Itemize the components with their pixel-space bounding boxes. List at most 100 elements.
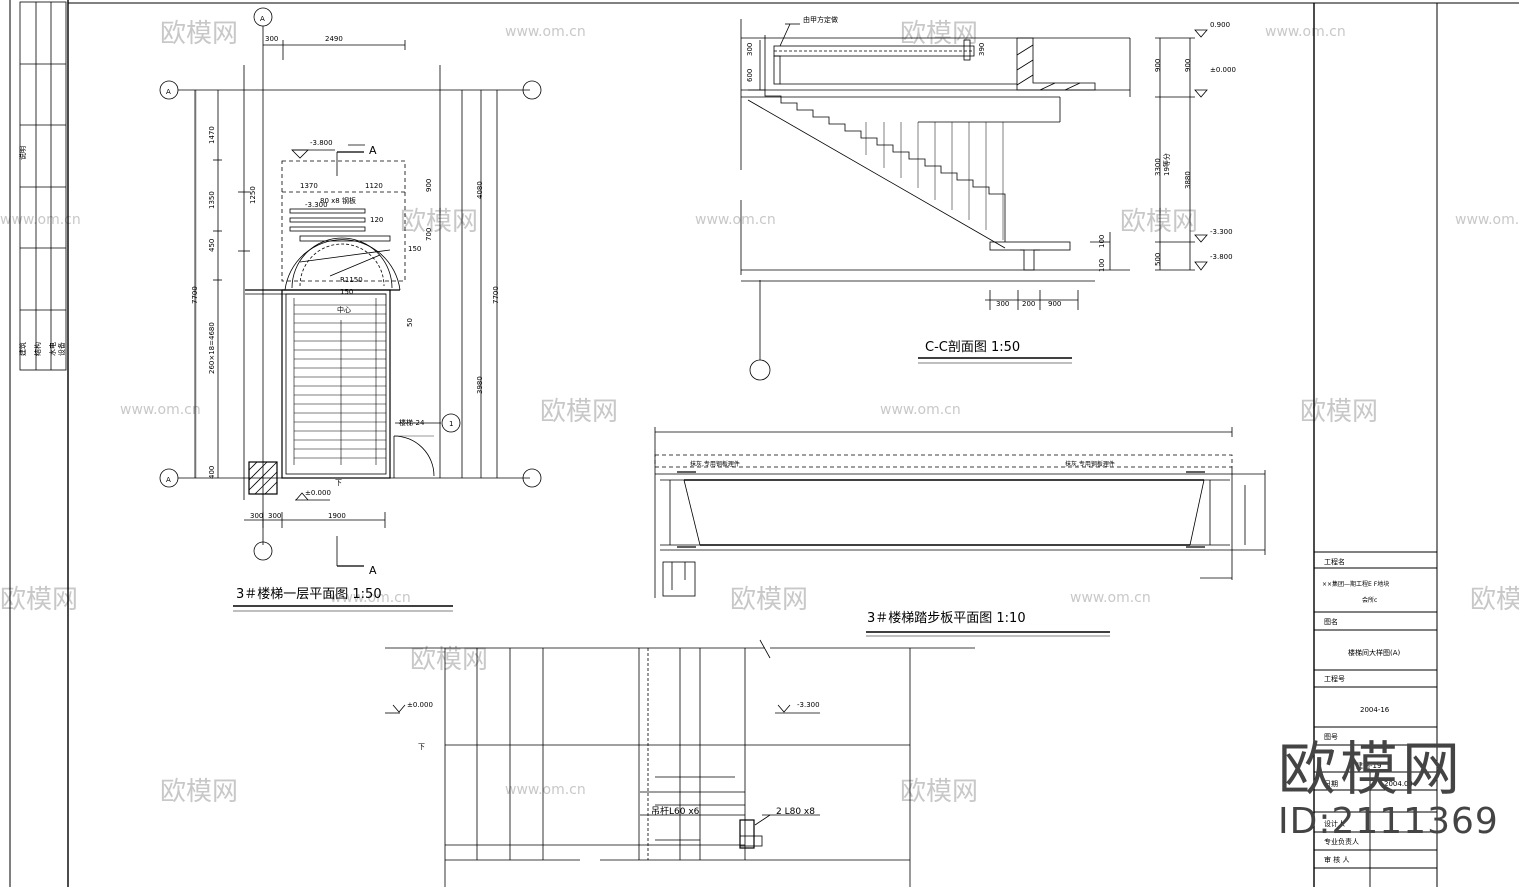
dim-label: 900 <box>425 179 433 192</box>
dim-label: 260×18=4680 <box>208 322 216 374</box>
watermark-logo: 欧模网 <box>400 207 478 237</box>
dim-label: 3300 <box>1154 158 1162 176</box>
elevation-label: -3.300 <box>305 201 328 209</box>
margin-label: 水电 <box>48 342 57 356</box>
dim-label: 200 <box>1022 300 1035 308</box>
watermark-site: www.om.cn <box>880 402 961 418</box>
title-block-label: 工程号 <box>1324 674 1345 683</box>
section-view: 由甲方定做 0.900 ±0.000 -3.300 -3.800 300 200… <box>740 15 1236 381</box>
section-mark: A <box>369 564 377 577</box>
dim-label: 600 <box>746 69 754 82</box>
margin-label: 结构 <box>33 342 42 356</box>
dim-label: 2490 <box>325 35 343 43</box>
watermark-logo: 欧模网 <box>1120 207 1198 237</box>
elevation-label: -3.300 <box>1210 228 1233 236</box>
dim-label: 1370 <box>300 182 318 190</box>
sheet-frame <box>9 0 1519 887</box>
dim-label: 4080 <box>476 181 484 199</box>
dim-label: 900 <box>1048 300 1061 308</box>
watermark-site: www.om.cn <box>505 24 586 40</box>
watermark-site: www.om.cn <box>695 212 776 228</box>
section-note: 由甲方定做 <box>803 15 838 24</box>
watermark-logo: 欧模网 <box>160 19 238 49</box>
watermark-logo: 欧模网 <box>540 397 618 427</box>
tread-note: 抹灰,专用钢板理件 <box>1065 460 1115 468</box>
margin-stamp-labels: 说明 建筑 结构 水电 设备 <box>18 146 66 356</box>
drawing-name: 楼梯间大样图(A) <box>1348 648 1401 657</box>
title-block-label: 日期 <box>1324 780 1338 788</box>
margin-label: 建筑 <box>18 342 27 356</box>
margin-label: 说明 <box>18 146 27 160</box>
dim-label: 300 <box>996 300 1009 308</box>
dim-label: 19等分 <box>1162 153 1171 176</box>
dim-label: 1900 <box>328 512 346 520</box>
title-block: 工程名 ××集团—期工程E F地块 会所c 图名 楼梯间大样图(A) 工程号 2… <box>1314 551 1437 887</box>
dim-label: 300 <box>268 512 281 520</box>
beam-note: 80 x8 钢板 <box>320 196 356 205</box>
dim-label: 150 <box>408 245 421 253</box>
section-title: C-C剖面图 1:50 <box>925 340 1020 355</box>
watermark-logo: 欧模网 <box>900 19 978 49</box>
watermark-site: www.om.cn <box>1070 590 1151 606</box>
dim-label: 100 <box>1098 235 1106 248</box>
elevation-label: -3.800 <box>310 139 333 147</box>
title-block-label: 工程名 <box>1324 557 1345 566</box>
watermark-site: www.om.cn <box>120 402 201 418</box>
job-number: 2004-16 <box>1360 706 1390 714</box>
stair-plan-view: A A A 1 A A -3.800 -3.300 ±0.000 80 x8 钢… <box>159 7 542 612</box>
steel-label: 2 L80 x8 <box>776 807 815 817</box>
center-label: 中心 <box>337 305 351 314</box>
watermark-logo: 欧模网 <box>730 585 808 615</box>
role-label: 设计人 <box>1324 819 1345 828</box>
dim-label: 120 <box>370 216 383 224</box>
watermark-site: www.om.cn <box>1455 212 1519 228</box>
dim-label: 900 <box>1184 59 1192 72</box>
steel-label: 吊杆L60 x6 <box>651 805 700 817</box>
dim-label: 400 <box>208 466 216 479</box>
watermark-site-layer: www.om.cn www.om.cn www.om.cn www.om.cn … <box>0 24 1519 798</box>
watermark-site: www.om.cn <box>1265 24 1346 40</box>
dim-label: 300 <box>250 512 263 520</box>
axis-label: 1 <box>449 420 453 428</box>
watermark-site: www.om.cn <box>505 782 586 798</box>
dim-label: 150 <box>340 288 353 296</box>
project-name: 会所c <box>1362 596 1377 604</box>
margin-label: 设备 <box>57 342 66 356</box>
watermark-logo: 欧模网 <box>410 645 488 675</box>
watermark-logo: 欧模网 <box>1300 397 1378 427</box>
dim-label: 100 <box>1098 259 1106 272</box>
elevation-label: ±0.000 <box>305 489 331 497</box>
tread-title: 3＃楼梯踏步板平面图 1:10 <box>867 611 1026 626</box>
detail-view: ±0.000 -3.300 下 吊杆L60 x6 2 L80 x8 <box>385 639 975 887</box>
elevation-label: ±0.000 <box>1210 66 1236 74</box>
plan-title: 3＃楼梯一层平面图 1:50 <box>236 587 382 602</box>
elevation-label: -3.800 <box>1210 253 1233 261</box>
dim-label: 1470 <box>208 126 216 144</box>
stair-label: 楼梯-24 <box>399 418 425 427</box>
watermark-logo: 欧模网 <box>1470 585 1519 615</box>
dim-label: 300 <box>265 35 278 43</box>
watermark-logo: 欧模网 <box>0 585 78 615</box>
dim-label: 3980 <box>476 376 484 394</box>
role-label: 审 核 人 <box>1324 855 1349 864</box>
down-label: 下 <box>335 479 342 487</box>
watermark-logo: 欧模网 <box>900 777 978 807</box>
dim-label: 1250 <box>249 186 257 204</box>
dim-label: 300 <box>746 43 754 56</box>
dim-label: 900 <box>1154 59 1162 72</box>
role-label: 专业负责人 <box>1324 837 1359 846</box>
down-label: 下 <box>418 743 425 751</box>
elevation-label: 0.900 <box>1210 21 1230 29</box>
dim-label: 3880 <box>1184 171 1192 189</box>
title-block-label: 图名 <box>1324 617 1338 626</box>
dim-label: 1350 <box>208 191 216 209</box>
axis-label: A <box>166 476 171 484</box>
dim-label: 7700 <box>492 286 500 304</box>
watermark-logo: 欧模网 <box>160 777 238 807</box>
dim-label: 700 <box>425 228 433 241</box>
axis-label: A <box>166 88 171 96</box>
dim-label: 500 <box>1154 253 1162 266</box>
watermark-layer: 欧模网 欧模网 欧模网 欧模网 欧模网 欧模网 欧模网 欧模网 欧模网 欧模网 … <box>0 19 1519 807</box>
dim-label: 1120 <box>365 182 383 190</box>
